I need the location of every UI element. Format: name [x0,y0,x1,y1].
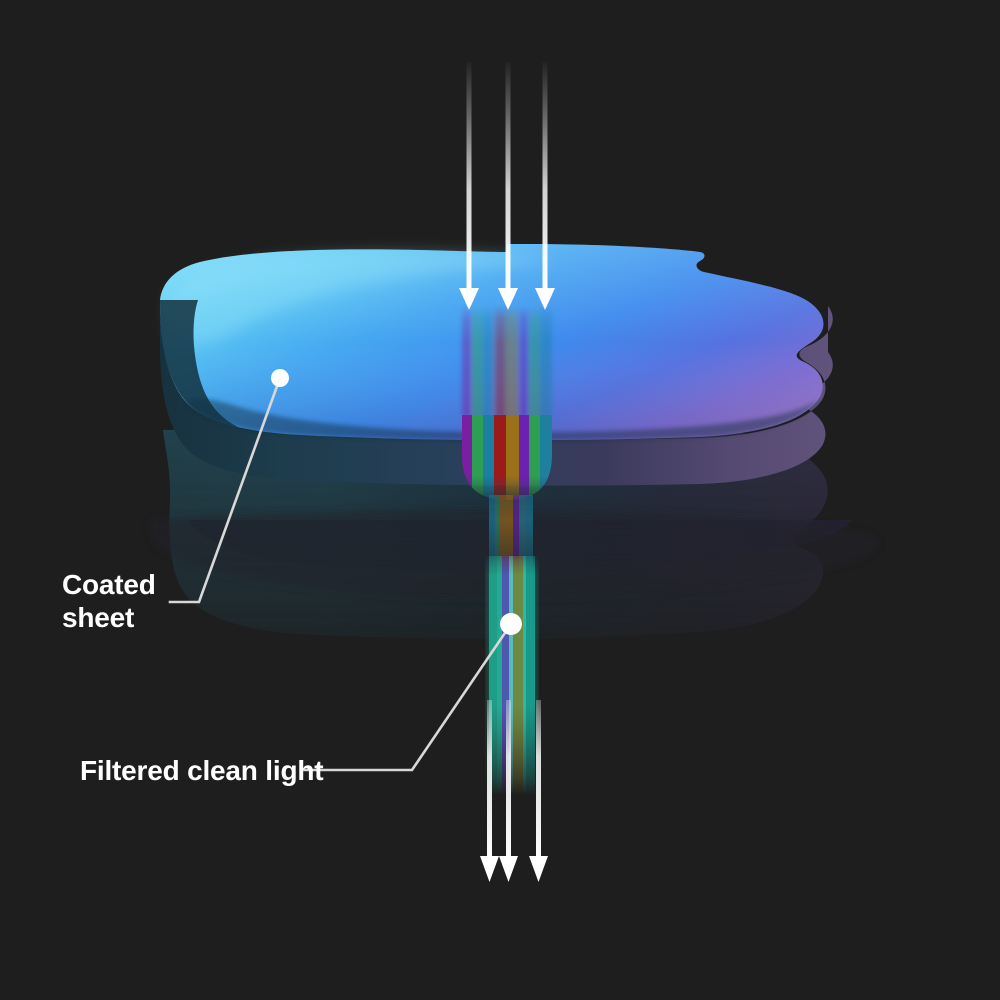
sheet-inner-lip [186,398,818,441]
filtered-clean-light-callout-dot[interactable] [500,613,522,635]
incoming-ray-1 [459,62,479,310]
callout-coated-sheet[interactable]: Coated sheet [62,369,289,633]
coated-sheet-label-line2: sheet [62,602,134,633]
incoming-ray-3 [535,62,555,310]
sheet-side-edge [160,300,833,486]
coated-sheet-callout-dot[interactable] [271,369,289,387]
filtered-clean-light-leader-line [303,622,513,772]
filtered-light-rays [480,700,548,882]
outgoing-ray-1 [480,700,499,882]
dispersed-spectrum-band [462,305,552,573]
filtered-clean-light-label: Filtered clean light [80,755,323,786]
coated-sheet-leader-line [168,376,282,604]
incoming-ray-2 [498,62,518,310]
incoming-white-light [459,62,555,310]
coated-sheet-label-line1: Coated [62,569,156,600]
outgoing-ray-2 [499,700,518,882]
outgoing-ray-3 [529,700,548,882]
sheet-highlight [168,251,560,347]
filtered-spectrum-band [487,556,537,796]
sheet-left-notch [160,300,238,427]
callout-filtered-clean-light[interactable]: Filtered clean light [80,613,522,786]
